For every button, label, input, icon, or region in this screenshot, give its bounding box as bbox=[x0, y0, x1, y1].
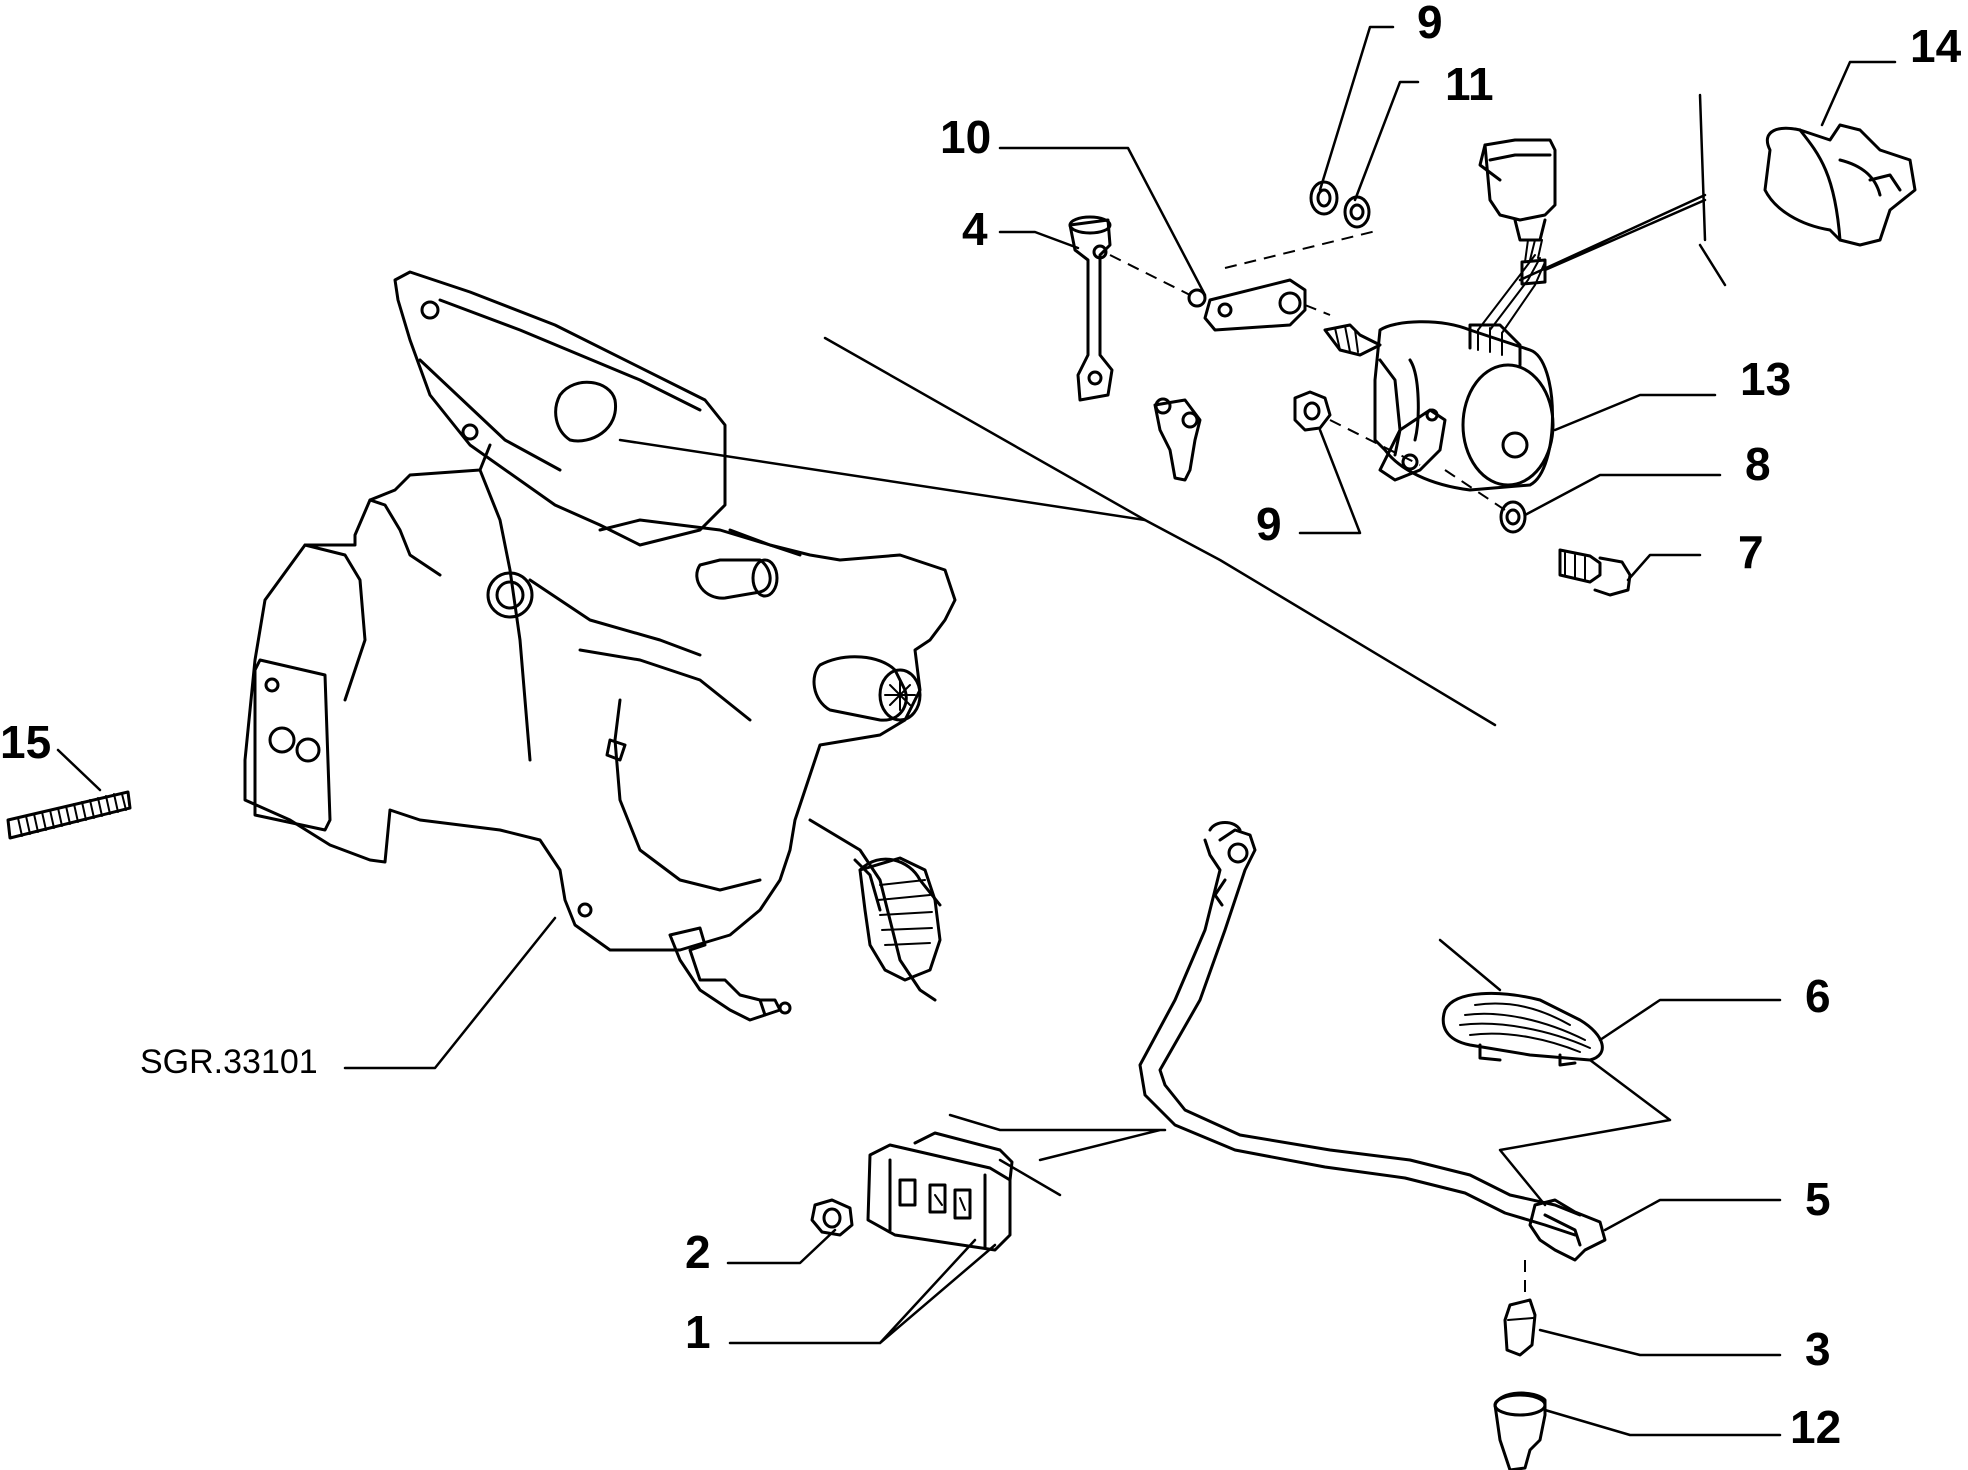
part-8-washer bbox=[1499, 500, 1527, 534]
part-4-pin bbox=[1068, 215, 1114, 402]
leader-bracket-arrow bbox=[618, 438, 1147, 522]
leader-6-top bbox=[1438, 938, 1502, 992]
callout-8: 8 bbox=[1745, 438, 1771, 490]
callout-9-lower: 9 bbox=[1256, 498, 1282, 550]
callout-12: 12 bbox=[1790, 1401, 1841, 1453]
part-9-nut-lower bbox=[1293, 390, 1332, 432]
leader-bracket-diag bbox=[823, 336, 1497, 727]
leader-block-assembly bbox=[948, 1113, 1167, 1197]
callout-5: 5 bbox=[1805, 1173, 1831, 1225]
callout-4: 4 bbox=[962, 203, 988, 255]
small-bracket bbox=[1153, 397, 1202, 482]
part-13-actuator bbox=[1323, 138, 1557, 492]
pedal-box-bracket bbox=[243, 270, 957, 1022]
part-6-pedal-pad bbox=[1441, 992, 1604, 1067]
callout-13: 13 bbox=[1740, 353, 1791, 405]
part-3-stud bbox=[1503, 1298, 1537, 1357]
part-12-bumper bbox=[1493, 1391, 1547, 1470]
part-2-nut bbox=[810, 1198, 854, 1237]
callout-14: 14 bbox=[1910, 20, 1962, 72]
wire-leader bbox=[1518, 193, 1707, 282]
callout-1: 1 bbox=[685, 1306, 711, 1358]
callout-11: 11 bbox=[1445, 58, 1494, 110]
reference-code: SGR.33101 bbox=[140, 1043, 318, 1081]
part-14-clip bbox=[1763, 123, 1917, 247]
part-5-rod bbox=[1138, 821, 1607, 1262]
callout-2: 2 bbox=[685, 1226, 711, 1278]
part-1-block bbox=[866, 1131, 1014, 1252]
leader-6-bottom bbox=[1498, 1058, 1672, 1207]
callout-7: 7 bbox=[1738, 526, 1764, 578]
part-10-link bbox=[1187, 278, 1307, 332]
part-7-bolt bbox=[1558, 548, 1632, 597]
part-15-spring bbox=[6, 790, 132, 840]
callout-9-top: 9 bbox=[1417, 0, 1443, 48]
break-line bbox=[1698, 93, 1727, 287]
callout-3: 3 bbox=[1805, 1323, 1831, 1375]
callout-15: 15 bbox=[0, 716, 51, 768]
callout-10: 10 bbox=[940, 111, 991, 163]
callout-leaders bbox=[56, 25, 1897, 1437]
callout-6: 6 bbox=[1805, 970, 1831, 1022]
